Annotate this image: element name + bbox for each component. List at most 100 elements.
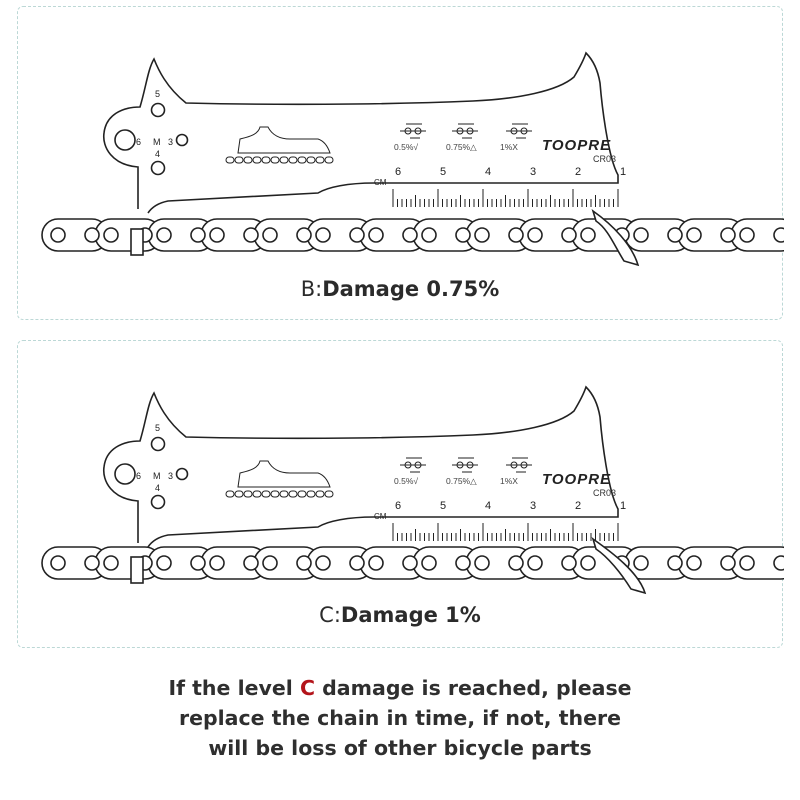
chain-roller xyxy=(296,227,312,243)
hole-large xyxy=(114,463,136,485)
chain-roller xyxy=(368,227,384,243)
caption-damage-1: C:Damage 1% xyxy=(18,603,782,627)
gauge-pin-left xyxy=(130,556,144,584)
chain-roller xyxy=(243,227,259,243)
bicycle-chain xyxy=(41,218,784,252)
mini-chain-link xyxy=(288,156,298,164)
wear-label: 0.75%△ xyxy=(446,476,477,486)
chain-roller xyxy=(243,555,259,571)
mini-chain-link xyxy=(234,156,244,164)
ruler-unit: CM xyxy=(374,512,387,521)
brand-logo: TOOPRE xyxy=(542,471,611,488)
chain-roller xyxy=(580,227,596,243)
mini-chain-link xyxy=(324,490,334,498)
chain-roller xyxy=(455,227,471,243)
mini-chain-link xyxy=(261,156,271,164)
mini-chain-link xyxy=(270,490,280,498)
hole-label-right: 3 xyxy=(168,471,173,481)
wear-indicator-icon xyxy=(452,123,478,139)
chain-roller xyxy=(84,555,100,571)
chain-roller xyxy=(349,555,365,571)
ruler-number: 5 xyxy=(440,166,446,178)
chain-roller xyxy=(739,227,755,243)
hole-label-mid: M xyxy=(153,471,161,481)
hole-label-bottom: 4 xyxy=(155,149,160,159)
ruler-number: 3 xyxy=(530,500,536,512)
caption-letter: B xyxy=(300,277,316,301)
mini-chain-link xyxy=(243,156,253,164)
mini-chain-link xyxy=(324,156,334,164)
chain-roller xyxy=(84,227,100,243)
hole-right xyxy=(175,133,189,147)
gauge-hook-right xyxy=(591,537,647,595)
chain-roller xyxy=(633,555,649,571)
mini-chain-link xyxy=(252,156,262,164)
ruler-number: 6 xyxy=(395,166,401,178)
hole-top xyxy=(150,436,166,452)
hole-bottom xyxy=(150,494,166,510)
wear-indicator-icon xyxy=(506,123,532,139)
bicycle-chain xyxy=(41,546,784,580)
chain-roller xyxy=(667,227,683,243)
chain-roller xyxy=(720,555,736,571)
chain-roller xyxy=(262,227,278,243)
chain-roller xyxy=(580,555,596,571)
gauge-hook-right xyxy=(591,209,640,267)
chain-roller xyxy=(561,555,577,571)
chain-roller xyxy=(156,227,172,243)
chain-roller xyxy=(527,227,543,243)
chain-roller xyxy=(209,555,225,571)
ruler-number: 6 xyxy=(395,500,401,512)
chain-roller xyxy=(190,227,206,243)
mini-chain-link xyxy=(261,490,271,498)
chain-roller xyxy=(686,227,702,243)
ruler-ticks xyxy=(392,189,619,207)
chain-roller xyxy=(508,555,524,571)
wear-icon-lines xyxy=(452,123,478,139)
mini-chain-link xyxy=(225,490,235,498)
wear-label: 1%X xyxy=(500,142,518,152)
mini-chain-link xyxy=(225,156,235,164)
mini-chain-link xyxy=(297,490,307,498)
chain-roller xyxy=(773,227,784,243)
chain-roller xyxy=(720,227,736,243)
chain-roller xyxy=(739,555,755,571)
chain-roller xyxy=(103,227,119,243)
mini-chain-link xyxy=(306,156,316,164)
tool-outline xyxy=(103,51,619,214)
mini-chain-link xyxy=(279,490,289,498)
wear-label: 0.5%√ xyxy=(394,476,418,486)
ruler-number: 3 xyxy=(530,166,536,178)
chain-roller xyxy=(315,555,331,571)
hole-top xyxy=(150,102,166,118)
gauge-pin-left xyxy=(130,228,144,256)
chain-roller xyxy=(368,555,384,571)
mini-chain-link xyxy=(234,490,244,498)
chain-roller xyxy=(156,555,172,571)
mini-chain-link xyxy=(306,490,316,498)
chain-roller xyxy=(402,227,418,243)
chain-roller xyxy=(209,227,225,243)
hole-label-mid: M xyxy=(153,137,161,147)
wear-indicator-icon xyxy=(506,457,532,473)
hole-label-left: 6 xyxy=(136,471,141,481)
chain-roller xyxy=(686,555,702,571)
mini-chain-link xyxy=(243,490,253,498)
chain-roller xyxy=(455,555,471,571)
warning-note: If the level C damage is reached, please… xyxy=(0,673,800,763)
wear-icon-lines xyxy=(400,123,426,139)
chain-roller xyxy=(773,555,784,571)
chain-roller xyxy=(50,555,66,571)
hole-label-right: 3 xyxy=(168,137,173,147)
chain-roller xyxy=(50,227,66,243)
chain-roller xyxy=(633,227,649,243)
chain-roller xyxy=(527,555,543,571)
chain-roller xyxy=(190,555,206,571)
chain-roller xyxy=(421,227,437,243)
chain-roller xyxy=(474,555,490,571)
ruler-number: 4 xyxy=(485,166,491,178)
note-line-2: replace the chain in time, if not, there xyxy=(178,706,622,730)
